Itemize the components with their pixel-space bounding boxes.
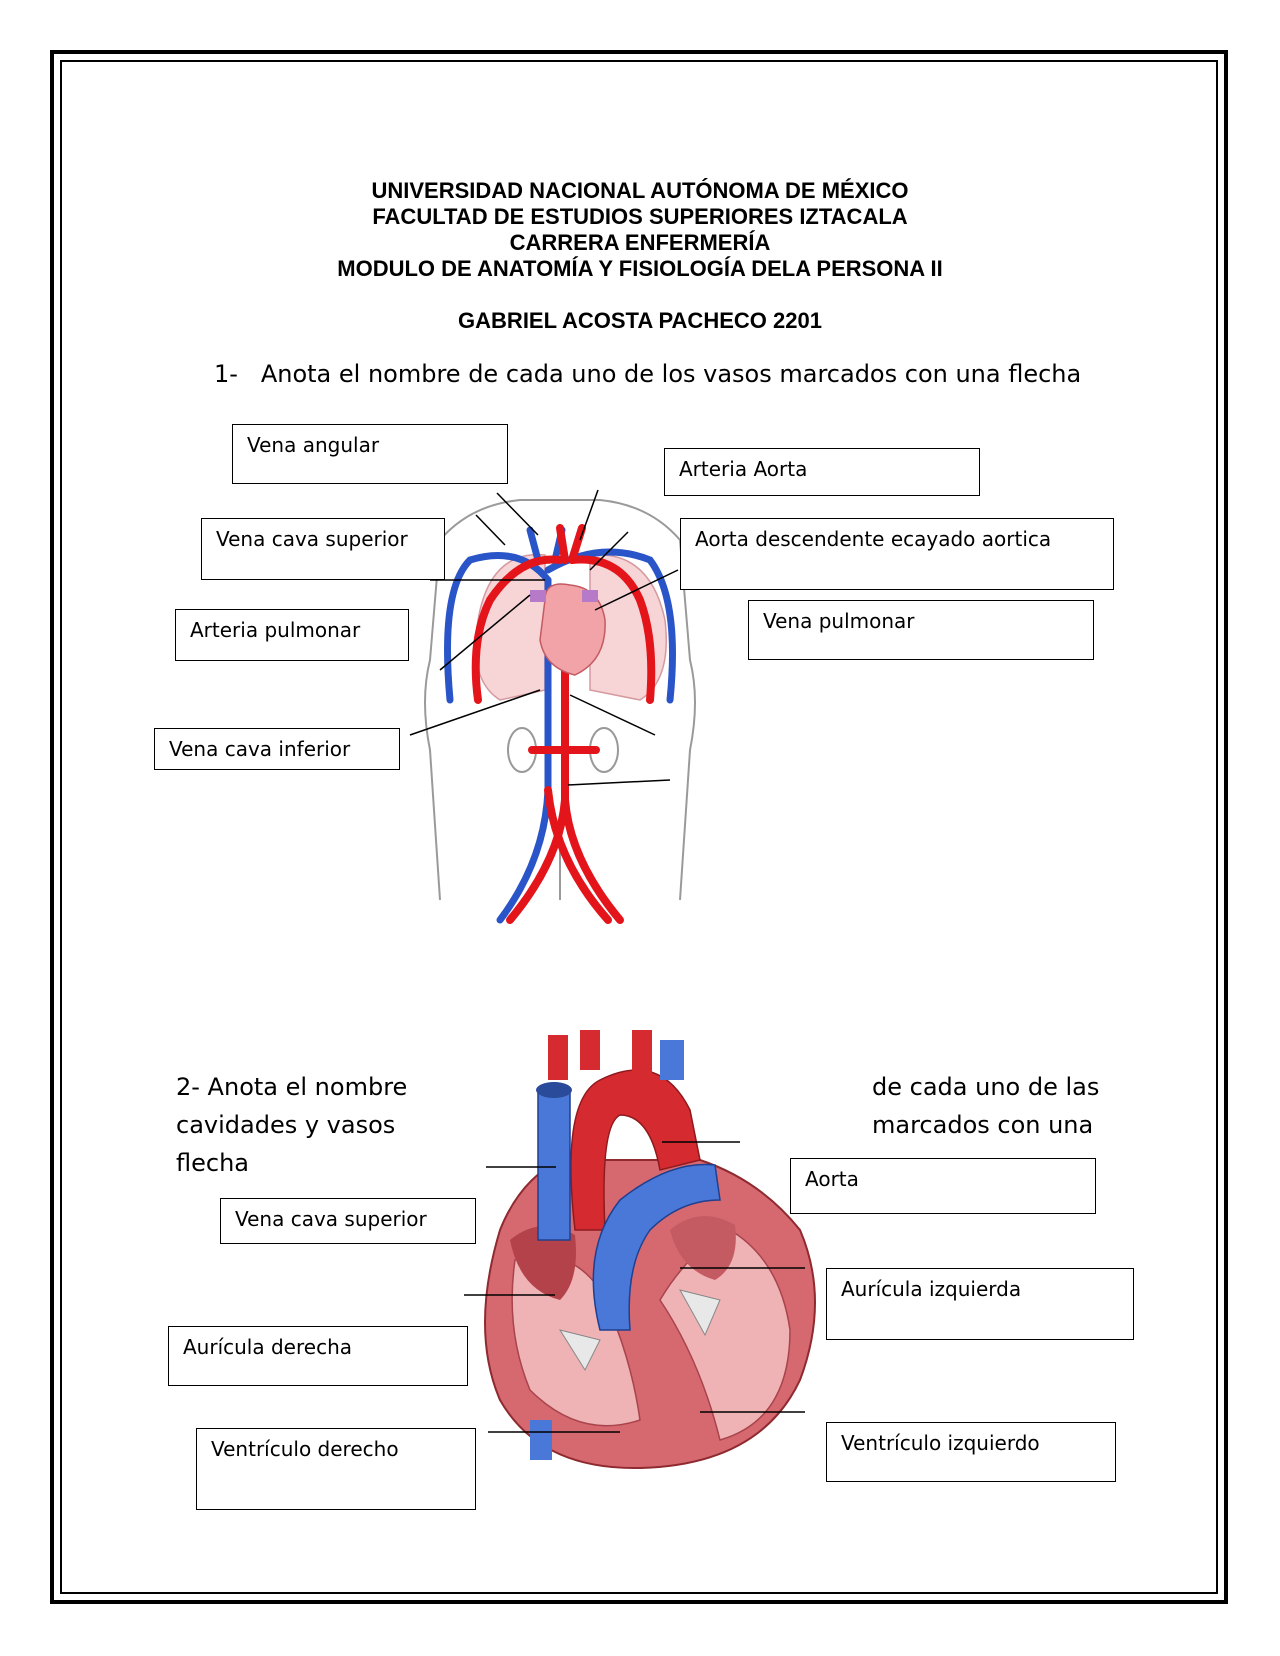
label-arteria-pulmonar[interactable]: Arteria pulmonar — [175, 609, 409, 661]
label-auricula-izquierda[interactable]: Aurícula izquierda — [826, 1268, 1134, 1340]
question-2-line1: 2- Anota el nombre — [176, 1073, 408, 1101]
label-text: Vena pulmonar — [763, 609, 915, 633]
question-1: 1- Anota el nombre de cada uno de los va… — [214, 360, 1081, 388]
question-1-text: Anota el nombre de cada uno de los vasos… — [260, 360, 1082, 388]
label-text: Vena cava inferior — [169, 737, 351, 761]
label-vena-cava-superior-1[interactable]: Vena cava superior — [201, 518, 445, 580]
pointer-lines-fig1 — [409, 489, 679, 786]
label-text: Vena cava superior — [235, 1207, 427, 1231]
inferior-vena-cava — [530, 1420, 552, 1460]
label-aorta[interactable]: Aorta — [790, 1158, 1096, 1214]
question-2-left-text: 2- Anota el nombre cavidades y vasos fle… — [176, 1068, 407, 1182]
label-text: Ventrículo izquierdo — [841, 1431, 1040, 1455]
label-vena-pulmonar[interactable]: Vena pulmonar — [748, 600, 1094, 660]
faculty-name: FACULTAD DE ESTUDIOS SUPERIORES IZTACALA — [372, 204, 908, 229]
label-text: Aurícula derecha — [183, 1335, 352, 1359]
tricuspid-valve — [558, 1329, 601, 1372]
student-name: GABRIEL ACOSTA PACHECO 2201 — [458, 308, 822, 333]
aorta-branch-3 — [632, 1030, 652, 1075]
svc-opening — [536, 1082, 572, 1098]
label-vena-cava-superior-2[interactable]: Vena cava superior — [220, 1198, 476, 1244]
label-text: Ventrículo derecho — [211, 1437, 399, 1461]
question-2-line5: marcados con una — [872, 1111, 1094, 1139]
arteries — [471, 524, 656, 924]
label-arteria-aorta[interactable]: Arteria Aorta — [664, 448, 980, 496]
pulmonary-vessel-left — [530, 590, 546, 602]
label-text: Aorta — [805, 1167, 859, 1191]
label-vena-angular[interactable]: Vena angular — [232, 424, 508, 484]
aorta-arch — [570, 1069, 701, 1231]
question-2-line3: flecha — [176, 1149, 249, 1177]
question-2-right-text: de cada uno de las marcados con una — [872, 1068, 1099, 1144]
question-2-line4: de cada uno de las — [872, 1073, 1100, 1101]
question-2-line2: cavidades y vasos — [176, 1111, 396, 1139]
superior-vena-cava — [537, 1089, 571, 1241]
label-ventriculo-derecho[interactable]: Ventrículo derecho — [196, 1428, 476, 1510]
aorta-branch-2 — [580, 1030, 600, 1070]
label-ventriculo-izquierdo[interactable]: Ventrículo izquierdo — [826, 1422, 1116, 1482]
mitral-valve — [679, 1289, 721, 1337]
aorta-branch-1 — [548, 1035, 568, 1080]
pulmonary-trunk — [592, 1163, 721, 1331]
heart — [539, 583, 606, 676]
label-text: Arteria pulmonar — [190, 618, 361, 642]
label-aorta-descendente[interactable]: Aorta descendente ecayado aortica — [680, 518, 1114, 590]
pulmonary-branch — [660, 1040, 684, 1080]
left-atrium-chamber — [670, 1216, 736, 1280]
label-text: Arteria Aorta — [679, 457, 808, 481]
page-border-inner — [60, 60, 1218, 1594]
label-auricula-derecha[interactable]: Aurícula derecha — [168, 1326, 468, 1386]
label-text: Aorta descendente ecayado aortica — [695, 527, 1052, 551]
label-text: Vena cava superior — [216, 527, 408, 551]
career-name: CARRERA ENFERMERÍA — [509, 230, 771, 255]
label-vena-cava-inferior[interactable]: Vena cava inferior — [154, 728, 400, 770]
label-text: Aurícula izquierda — [841, 1277, 1022, 1301]
page-border-outer — [50, 50, 1228, 1604]
label-text: Vena angular — [247, 433, 380, 457]
right-atrium-chamber — [510, 1226, 576, 1300]
module-name: MODULO DE ANATOMÍA Y FISIOLOGÍA DELA PER… — [337, 256, 943, 281]
document-header: UNIVERSIDAD NACIONAL AUTÓNOMA DE MÉXICO … — [0, 178, 1280, 282]
pulmonary-vessel-right — [582, 590, 598, 602]
university-name: UNIVERSIDAD NACIONAL AUTÓNOMA DE MÉXICO — [371, 178, 909, 203]
question-1-number: 1- — [214, 360, 238, 388]
pointer-lines-fig2 — [464, 1141, 805, 1433]
